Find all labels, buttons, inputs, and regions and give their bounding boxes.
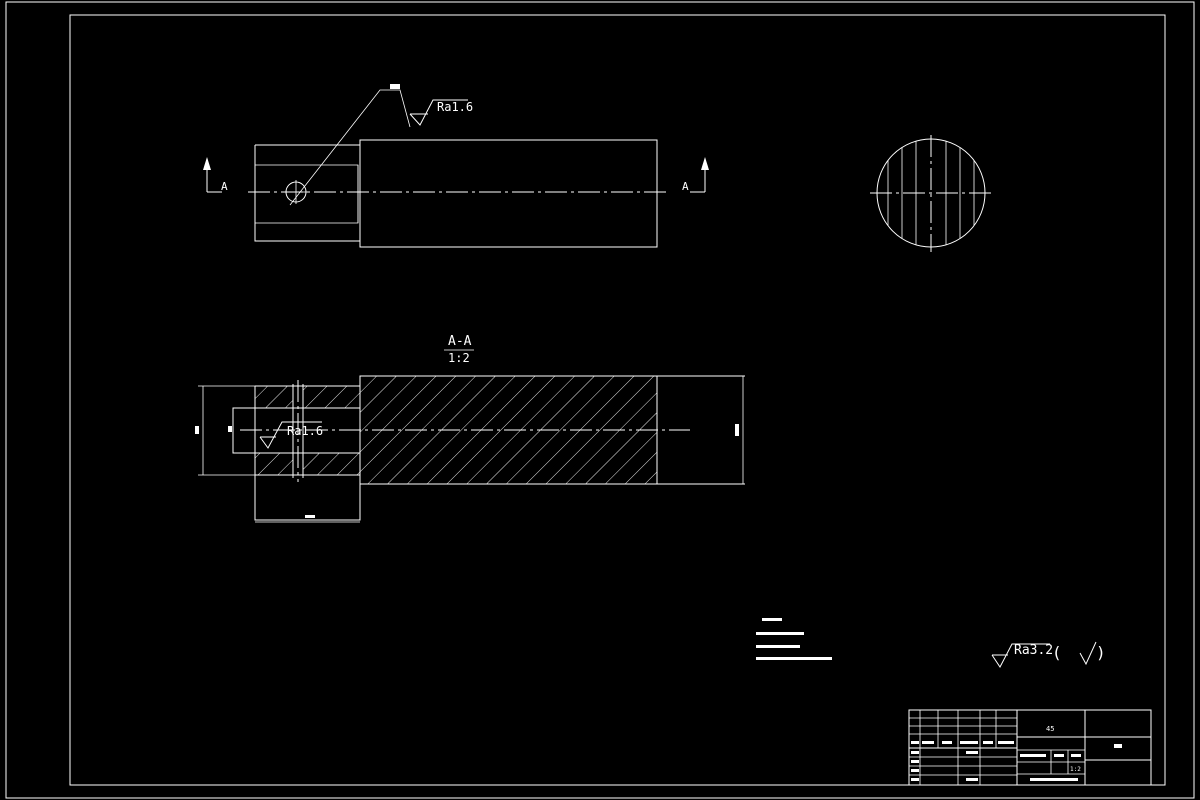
finish-leader-top: [289, 89, 411, 206]
hatch-top-left-a: [255, 386, 293, 408]
section-view: A-A 1:2 Ra1.6: [195, 334, 745, 523]
hatch-bottom-left-b: [303, 453, 360, 475]
section-label-left: A: [221, 180, 228, 193]
section-scale: 1:2: [448, 351, 470, 365]
roughness-label-top: Ra1.6: [437, 100, 473, 114]
section-label-right: A: [682, 180, 689, 193]
general-finish-label: Ra3.2: [1014, 643, 1053, 658]
roughness-symbol-top: [409, 99, 468, 126]
section-title: A-A: [448, 334, 472, 349]
hatch-top-left-b: [303, 386, 360, 408]
hatch-bottom-left-a: [255, 453, 293, 475]
outer-border: [5, 1, 1195, 799]
roughness-symbol-section: [259, 421, 322, 449]
side-view: [870, 135, 992, 252]
section-marker-right: A: [682, 157, 709, 193]
front-view-outline: [254, 139, 658, 248]
roughness-label-section: Ra1.6: [287, 424, 323, 438]
section-marker-left: A: [203, 157, 228, 193]
title-block-material: 45: [1046, 725, 1054, 733]
dimension-lines: [195, 376, 744, 523]
front-view-slot: [255, 164, 359, 224]
general-surface-finish: Ra3.2 ( ): [991, 641, 1106, 668]
title-block: 45 1:2: [908, 709, 1152, 786]
general-finish-paren-close: ): [1096, 643, 1106, 662]
front-view: Ra1.6: [248, 84, 670, 248]
title-block-scale: 1:2: [1070, 766, 1081, 773]
leader-note-box: [390, 84, 400, 89]
general-finish-paren-open: (: [1052, 643, 1062, 662]
inner-frame: [69, 14, 1166, 786]
technical-notes: [756, 618, 832, 660]
